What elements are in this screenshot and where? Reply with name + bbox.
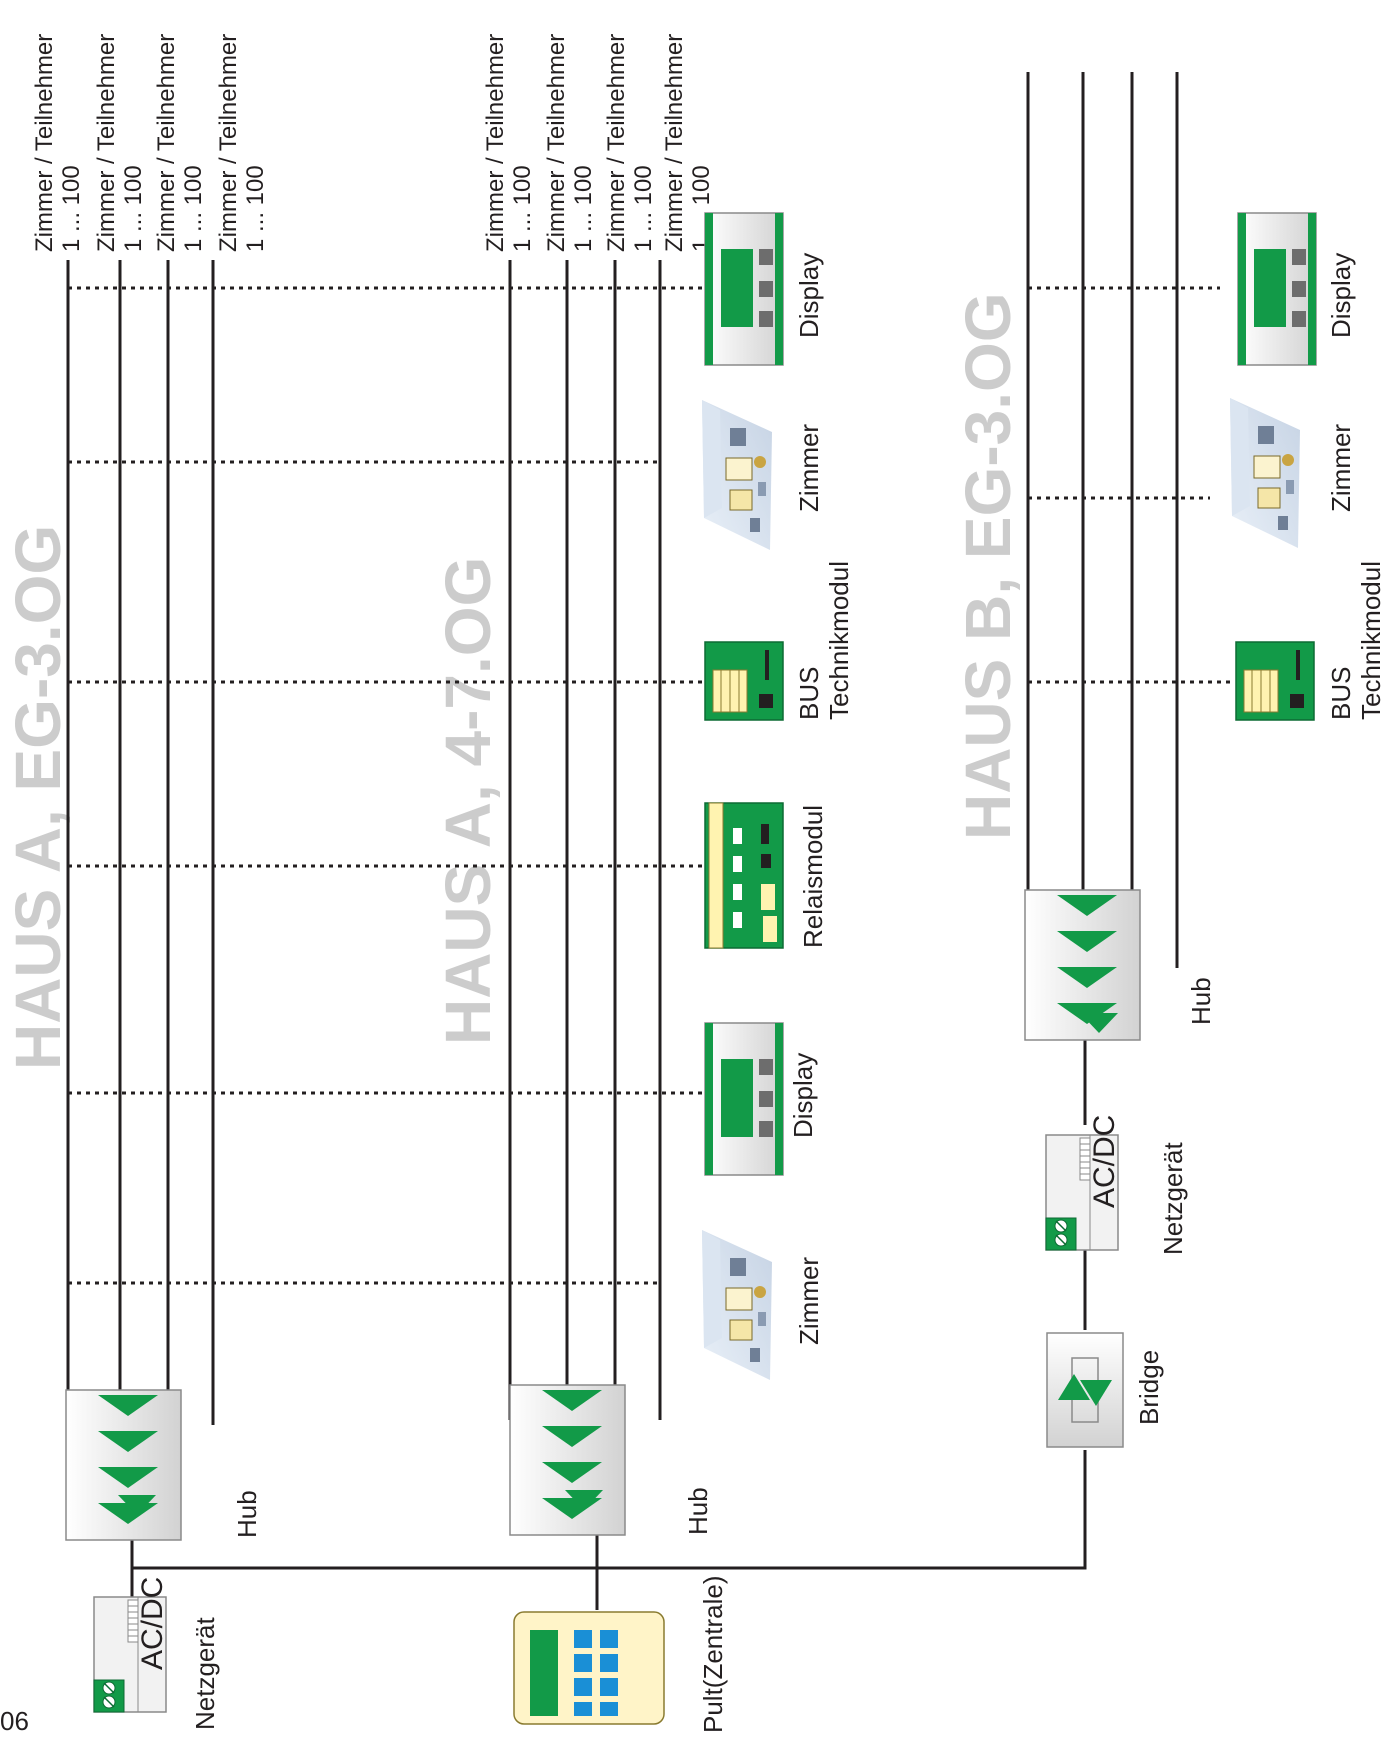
display-device [704,1022,784,1176]
bus-label-b2: Zimmer / Teilnehmer 1 ... 100 [543,34,597,252]
bus-technikmodul-board [704,641,784,721]
bus-label-a4: Zimmer / Teilnehmer 1 ... 100 [215,34,269,252]
bus-wires-haus-b [1026,72,1179,968]
backbone-wiring [130,1040,1087,1610]
dotted-connections [68,286,1235,1285]
relaismodul-board [704,802,784,949]
hub-label: Hub [1186,977,1216,1025]
zimmer-label: Zimmer [794,424,824,512]
bus-label-line1: Zimmer / Teilnehmer [215,34,242,252]
netzgeraet-label: Netzgerät [1158,1142,1188,1255]
zimmer-label: Zimmer [1326,424,1356,512]
bus-label-line1: Zimmer / Teilnehmer [661,34,688,252]
bus-label-b4: Zimmer / Teilnehmer 1 ... 100 [661,34,715,252]
bus-label-line1: Zimmer / Teilnehmer [603,34,630,252]
bus-label: BUS [794,667,824,720]
bus-label-a2: Zimmer / Teilnehmer 1 ... 100 [93,34,147,252]
bridge-device [1046,1332,1124,1448]
bus-label-line2: 1 ... 100 [120,165,147,252]
relaismodul-label: Relaismodul [798,805,828,948]
bus-label-b3: Zimmer / Teilnehmer 1 ... 100 [603,34,657,252]
bus-label-line2: 1 ... 100 [180,165,207,252]
technikmodul-label: Technikmodul [1356,561,1386,720]
display-device [1237,212,1317,366]
zimmer-label: Zimmer [794,1257,824,1345]
netzgeraet-haus-b: AC/DC [1045,1115,1121,1251]
bus-label-line2: 1 ... 100 [58,165,85,252]
bus-label-a1: Zimmer / Teilnehmer 1 ... 100 [31,34,85,252]
display-device [704,212,784,366]
hub-label: Hub [683,1487,713,1535]
section-title-haus-b-eg: HAUS B, EG-3.OG [952,292,1024,840]
hub-haus-a-eg [65,1389,182,1541]
bus-label-b1: Zimmer / Teilnehmer 1 ... 100 [482,34,536,252]
bus-label: BUS [1326,667,1356,720]
bus-label-line1: Zimmer / Teilnehmer [31,34,58,252]
bus-label-line1: Zimmer / Teilnehmer [543,34,570,252]
section-title-haus-a-4-7: HAUS A, 4-7.OG [432,557,504,1045]
hub-down-arrow [565,1490,603,1510]
bus-label-line2: 1 ... 100 [570,165,597,252]
netzgeraet-haus-a: AC/DC [93,1577,169,1713]
hub-haus-b [1024,889,1141,1041]
hub-down-arrow [118,1495,156,1515]
display-label: Display [794,253,824,338]
bus-label-line1: Zimmer / Teilnehmer [93,34,120,252]
acdc-label: AC/DC [136,1577,169,1670]
bridge-label: Bridge [1134,1350,1164,1425]
acdc-label: AC/DC [1088,1115,1121,1208]
technikmodul-label: Technikmodul [824,561,854,720]
section-title-haus-a-eg: HAUS A, EG-3.OG [2,525,74,1070]
page-number: 06 [0,1706,29,1735]
bus-label-line2: 1 ... 100 [509,165,536,252]
hub-down-arrow [1080,1013,1118,1033]
bus-wires-haus-a-4-7 [508,260,662,1420]
bus-wires-haus-a-eg [66,260,215,1425]
zimmer-illustration [701,399,773,551]
bus-technikmodul-board [1235,641,1315,721]
hub-label: Hub [232,1490,262,1538]
display-label: Display [788,1053,818,1138]
bus-label-line2: 1 ... 100 [630,165,657,252]
hub-haus-a-4-7 [509,1384,626,1536]
pult-zentrale [513,1611,665,1725]
bus-label-line1: Zimmer / Teilnehmer [153,34,180,252]
bus-label-line2: 1 ... 100 [242,165,269,252]
bus-label-a3: Zimmer / Teilnehmer 1 ... 100 [153,34,207,252]
display-label: Display [1326,253,1356,338]
netzgeraet-label: Netzgerät [190,1617,220,1730]
zimmer-illustration [701,1229,773,1381]
pult-label: Pult(Zentrale) [698,1576,728,1734]
zimmer-illustration [1229,397,1301,549]
bus-label-line1: Zimmer / Teilnehmer [482,34,509,252]
